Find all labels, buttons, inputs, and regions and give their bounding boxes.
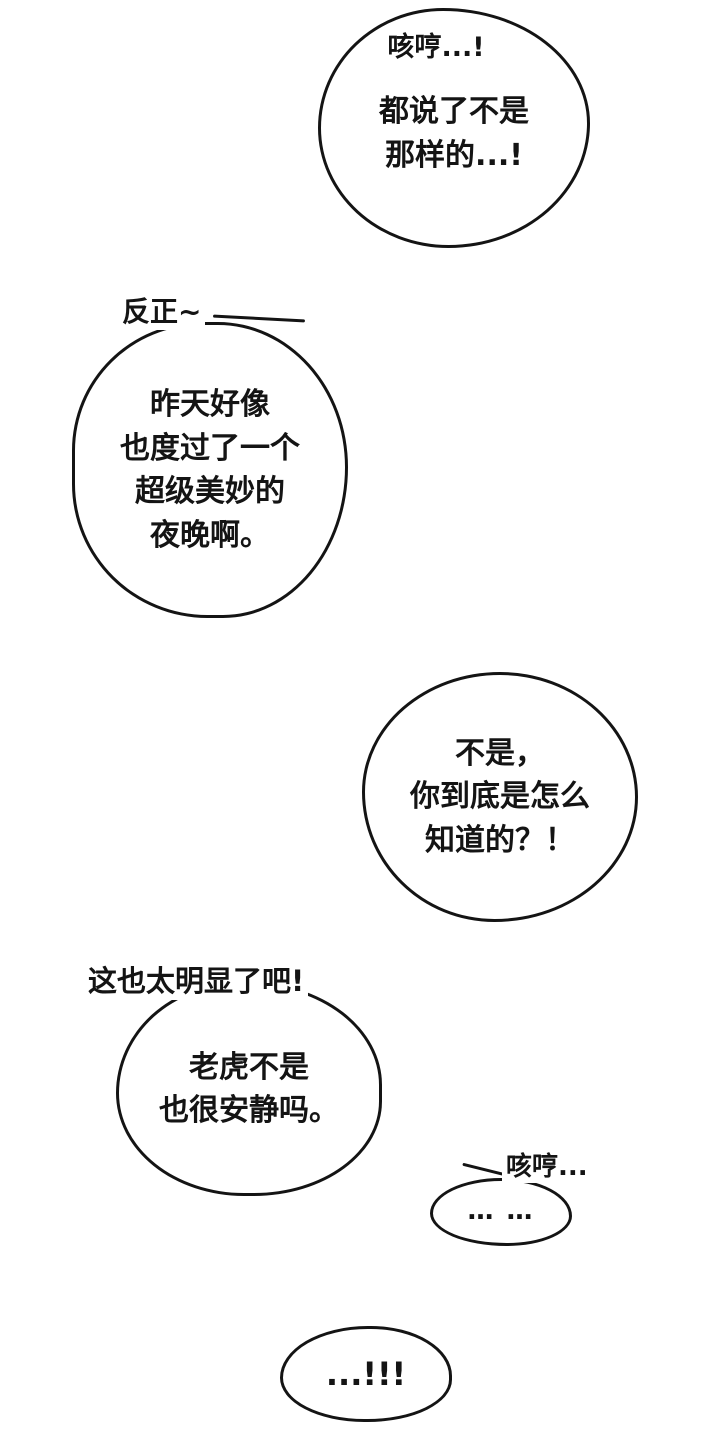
bubble-caption-fanzheng: 反正~: [118, 290, 206, 330]
bubble-text-line: 那样的...!: [385, 137, 523, 173]
bubble-caption-keheng-top: 咳哼...!: [387, 32, 485, 63]
bubble-text-line: 也度过了一个: [120, 430, 300, 466]
bubble-text-line: ...!!!: [325, 1354, 407, 1393]
bubble-text-line: 老虎不是: [189, 1049, 309, 1085]
speech-bubble-left-lower: 老虎不是 也很安静吗。: [116, 982, 382, 1196]
speech-bubble-small-right: … …: [430, 1178, 572, 1246]
bubble-text-line: 都说了不是: [379, 94, 529, 129]
bubble-text-line: 昨天好像: [150, 387, 270, 422]
speech-bubble-top: 咳哼...! 都说了不是 那样的...!: [318, 8, 590, 248]
bubble-text-line: 知道的？！: [425, 822, 575, 858]
bubble-text-line: 不是，: [455, 735, 545, 771]
bubble-text-line: 夜晚啊。: [150, 517, 270, 553]
bubble-text-line: … …: [467, 1196, 535, 1227]
caption-connector-line: [212, 314, 306, 323]
bubble-caption-mingxian: 这也太明显了吧!: [84, 958, 309, 1000]
bubble-caption-keheng-small: 咳哼...: [502, 1146, 592, 1183]
bubble-text-line: 超级美妙的: [135, 474, 285, 509]
bubble-text-line: 你到底是怎么: [410, 779, 590, 815]
bubble-text-line: 也很安静吗。: [159, 1093, 339, 1128]
caption-connector-line: [462, 1162, 506, 1177]
speech-bubble-bottom: ...!!!: [280, 1326, 452, 1422]
speech-bubble-left-upper: 昨天好像 也度过了一个 超级美妙的 夜晚啊。: [72, 322, 348, 618]
speech-bubble-right-middle: 不是， 你到底是怎么 知道的？！: [362, 672, 638, 922]
